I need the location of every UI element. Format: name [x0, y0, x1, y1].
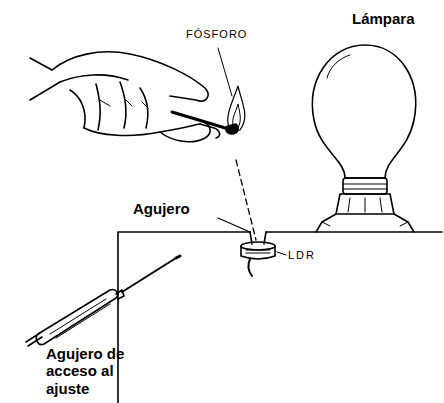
- part-label: LDR: [288, 249, 316, 262]
- part-label: Agujero de acceso al ajuste: [46, 345, 158, 397]
- leader-line: [218, 48, 232, 96]
- hand-holding-match: [30, 52, 245, 142]
- ldr-symbol: [241, 242, 275, 276]
- leader-line: [218, 218, 250, 232]
- light-path: [236, 160, 256, 240]
- leader-line: [277, 252, 286, 255]
- screwdriver: [26, 256, 180, 346]
- part-label: Agujero: [133, 200, 190, 217]
- lamp: [312, 45, 415, 232]
- part-label: FÓSFORO: [186, 28, 247, 41]
- part-label: Lámpara: [352, 10, 415, 27]
- housing: [118, 232, 442, 403]
